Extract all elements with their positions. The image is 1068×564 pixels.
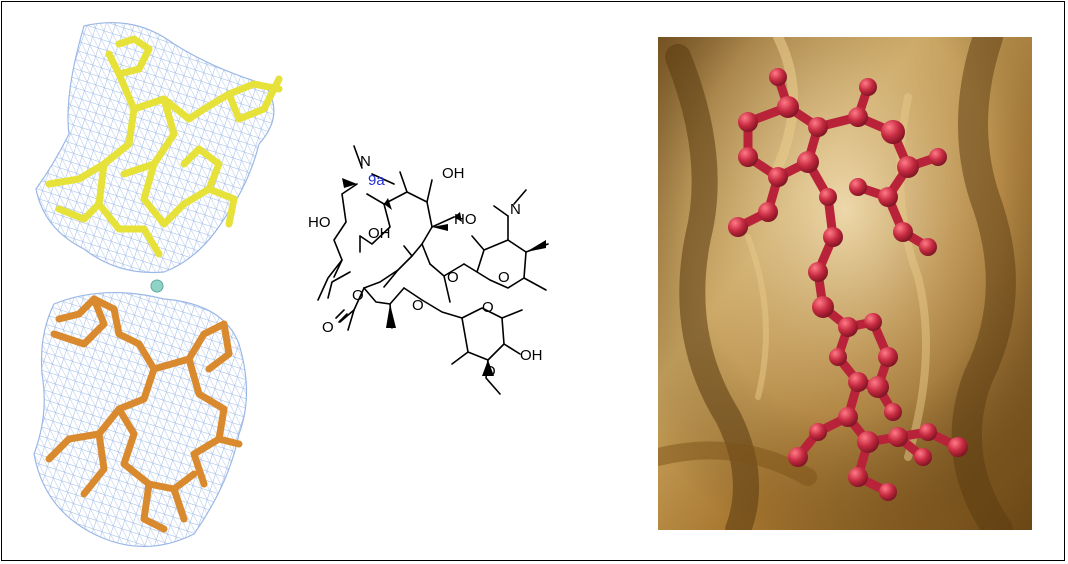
atom-oh-cladinose: OH <box>520 347 543 364</box>
atom-o-glyco2: O <box>412 297 424 314</box>
label-9a: 9a <box>368 172 385 189</box>
atom-oh-top: OH <box>442 165 465 182</box>
atom-o-ring2: O <box>482 299 494 316</box>
upper-molecule-sticks <box>45 35 283 258</box>
lower-molecule-sticks <box>45 295 243 533</box>
atom-ho-sugar: HO <box>454 211 477 228</box>
atom-o-carbonyl: O <box>322 319 334 336</box>
electron-density-image <box>33 21 283 547</box>
surface-folds <box>658 37 1016 530</box>
atom-ho-left: HO <box>308 214 331 231</box>
atom-o-glyco1: O <box>447 269 459 286</box>
atom-o-ester: O <box>352 287 364 304</box>
ligand-atoms <box>728 68 968 501</box>
chemical-structure-panel: N 9a OH N HO HO OH O O O O O O OH O <box>272 132 572 412</box>
ribosome-surface-image <box>658 37 1032 530</box>
electron-density-panel <box>24 14 292 559</box>
upper-density-mesh <box>35 21 275 274</box>
ribosome-surface-panel <box>658 37 1032 530</box>
atom-n-sugar: N <box>510 201 521 218</box>
atom-oh-left: OH <box>368 225 391 242</box>
atom-o-methoxy: O <box>484 363 496 380</box>
atom-n-ring: N <box>360 153 371 170</box>
ion-marker <box>150 279 164 293</box>
atom-o-ring1: O <box>498 269 510 286</box>
chemical-structure-diagram: N 9a OH N HO HO OH O O O O O O OH O <box>308 145 549 395</box>
